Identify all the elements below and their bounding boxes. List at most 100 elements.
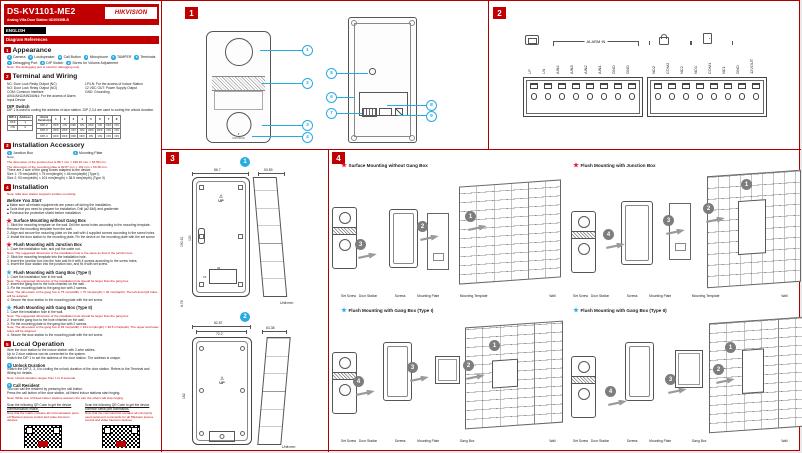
terminal-col-1: NC: Door Lock Relay Output (NC)NO: Door … [7, 82, 81, 102]
part-label: Set Screw [573, 294, 589, 298]
pin-clamp [724, 83, 732, 89]
item-number-badge: 3 [57, 55, 63, 60]
section-appearance-header: 1 Appearance [4, 47, 159, 54]
pin-label: NO1 [693, 66, 698, 74]
part-label: Wall [549, 439, 556, 443]
screw-hole [199, 185, 204, 190]
accessory-notes: The dimension of the junction box is 86.… [4, 160, 159, 169]
part-label: Mounting Template [459, 294, 488, 298]
step-circle: 1 [465, 211, 476, 222]
pin-clamp [628, 83, 636, 89]
pin-clamp [614, 83, 622, 89]
dim-side-2: 63.38 [266, 326, 275, 330]
step-note: Note: The suggested dimension of the ins… [7, 313, 130, 318]
pin-screw [696, 93, 704, 100]
callout-5: 5 [326, 68, 337, 79]
part-label: Mounting Plate [417, 439, 440, 443]
pin-screw [668, 93, 676, 100]
panel-tab-4: 4 [332, 152, 345, 164]
local-intro-line: Switch the DIP 1 to set the address of t… [7, 356, 121, 360]
appearance-item: 2 Loudspeaker [28, 55, 55, 60]
pin-label: 12VOUT [749, 58, 754, 74]
dip-switch-description: DIP 1 is used to coding the address of d… [7, 108, 155, 113]
method-title: Surface Mounting without Gang Box [13, 218, 86, 224]
call-button-drawing [226, 112, 251, 137]
appearance-item: 5 TAMPER [111, 55, 131, 60]
dip-switch-title: DIP Switch [7, 104, 30, 110]
step-circle: 3 [355, 239, 366, 250]
step-circle: 2 [463, 360, 474, 371]
table-cell: OFF [77, 133, 88, 140]
item-number-badge: 1 [7, 55, 12, 60]
dim-side-1: 53.59 [264, 168, 273, 172]
section-number: 3 [4, 142, 11, 150]
item-label: Call Button [63, 55, 81, 60]
speaker-band [333, 227, 356, 235]
dim-line [196, 330, 246, 334]
part-label: Mounting Plate [417, 294, 440, 298]
installation-hole [742, 348, 764, 394]
pin-clamp [654, 83, 662, 89]
terminal-block-1 [523, 77, 643, 117]
gang-box-size-line: Size 2: 93 mm(width) × 104 mm(length) × … [7, 176, 105, 181]
terminal-description-columns: NC: Door Lock Relay Output (NC)NO: Door … [4, 82, 159, 102]
item-number-badge: 6 [134, 55, 139, 60]
before-item: Make sure all related equipments are pow… [7, 203, 159, 208]
up-mark: UP [219, 376, 225, 385]
quadrant-header: Surface Mounting without Gang Box [341, 162, 428, 168]
terminal-pin [721, 81, 735, 113]
callout-7: 7 [326, 108, 337, 119]
local-intro: Wire the door station to the indoor stat… [4, 348, 159, 361]
terminal-pin [583, 81, 597, 113]
screw-hole [240, 346, 245, 351]
step-arrow [608, 398, 628, 408]
pin-label: LN [541, 69, 546, 74]
quadrant-header: Flush Mounting with Junction Box [573, 162, 656, 168]
qr-center-logo [116, 441, 126, 448]
pin-clamp [600, 83, 608, 89]
gang-box-intro: There are 2 size of the gang boxes adapt… [7, 168, 92, 173]
terminal-pin [625, 81, 639, 113]
call-resident-note: Note: While one of linked indoor station… [7, 396, 124, 401]
duration-col-header: 5 [86, 114, 96, 124]
appearance-item: 8 DIP Switch [40, 60, 63, 66]
pin-clamp [738, 83, 746, 89]
accessory-note-line: The dimension of the mounting plate is 8… [7, 164, 108, 169]
panel-tab-3: 3 [166, 152, 179, 164]
box-side-view [257, 337, 291, 445]
lock-icon [659, 33, 669, 45]
part-label: Screws [626, 439, 638, 443]
junction-box-drawing: UP [192, 337, 252, 445]
screw-hole [238, 282, 243, 287]
callout-2: 2 [302, 78, 313, 89]
pin-clamp [710, 83, 718, 89]
pin-screw [614, 93, 622, 100]
terminal-line: NC: Door Lock Relay Output (NC) [7, 81, 57, 86]
part-label: Door Station [590, 294, 610, 298]
lock-bracket [649, 41, 691, 45]
item-number-badge: 7 [7, 60, 12, 66]
dim-width-2: 82.87 [214, 321, 223, 325]
pin-clamp [530, 83, 538, 89]
diagram-references-bar: Diagram References [4, 35, 159, 44]
step-note: Note: The dimension of the gang box is 7… [7, 290, 158, 298]
dim-inner-height-1: 130 [188, 235, 192, 241]
screw-hole [240, 388, 245, 393]
item-label: Mounting Plate [79, 151, 103, 156]
pin-screw [558, 93, 566, 100]
part-label: Set Screw [573, 439, 589, 443]
pin-icon [6, 241, 12, 248]
table-cell: OFF [68, 133, 79, 140]
accessory-note-label: Note: [7, 155, 15, 160]
junction-box-drawing [621, 201, 653, 265]
screw-hole [238, 185, 243, 190]
part-label: Set Screw [341, 439, 357, 443]
model-title: DS-KV1101-ME2 [7, 6, 76, 16]
plate-side-view [252, 177, 288, 297]
terminal-line: COM: Common Interface [7, 89, 44, 94]
quadrant-header: Flush Mounting with Gang Box (Type II) [573, 307, 667, 313]
model-subtitle: Analog Villa Door Station UD20935B-B [7, 18, 69, 22]
speaker-band [572, 231, 595, 239]
